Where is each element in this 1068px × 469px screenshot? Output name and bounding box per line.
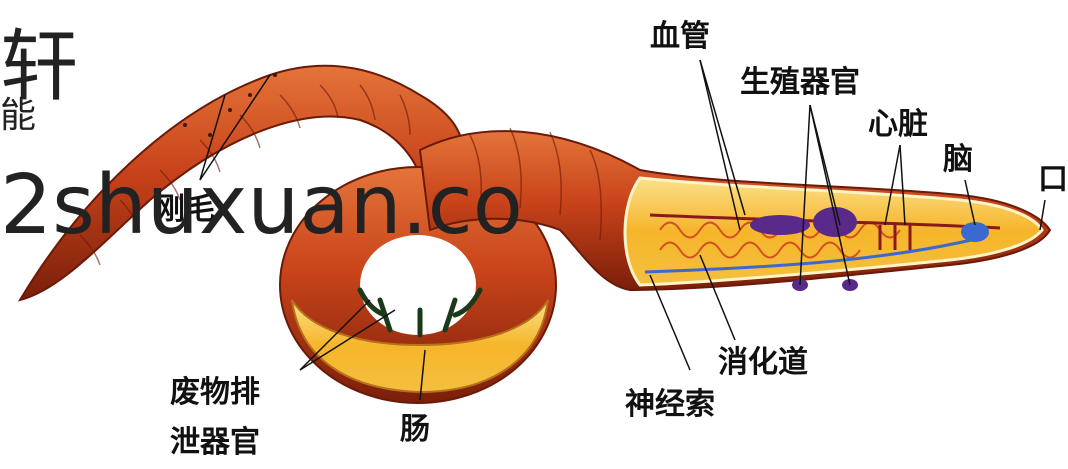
label-blood-vessel: 血管 [650,22,710,52]
label-excretory-organ-line2: 泄器官 [170,428,260,458]
label-heart: 心脏 [868,110,928,140]
watermark-fragment-small: 能 [0,98,36,134]
label-excretory-organ-line1: 废物排 [170,378,260,408]
label-reproductive-organs: 生殖器官 [740,68,860,98]
label-intestine: 肠 [400,415,430,445]
label-digestive-tract: 消化道 [718,348,808,378]
label-mouth: 口 [1038,165,1068,195]
label-nerve-cord: 神经索 [625,390,715,420]
label-brain: 脑 [943,145,973,175]
watermark-text: 2shuxuan.co [0,165,523,247]
